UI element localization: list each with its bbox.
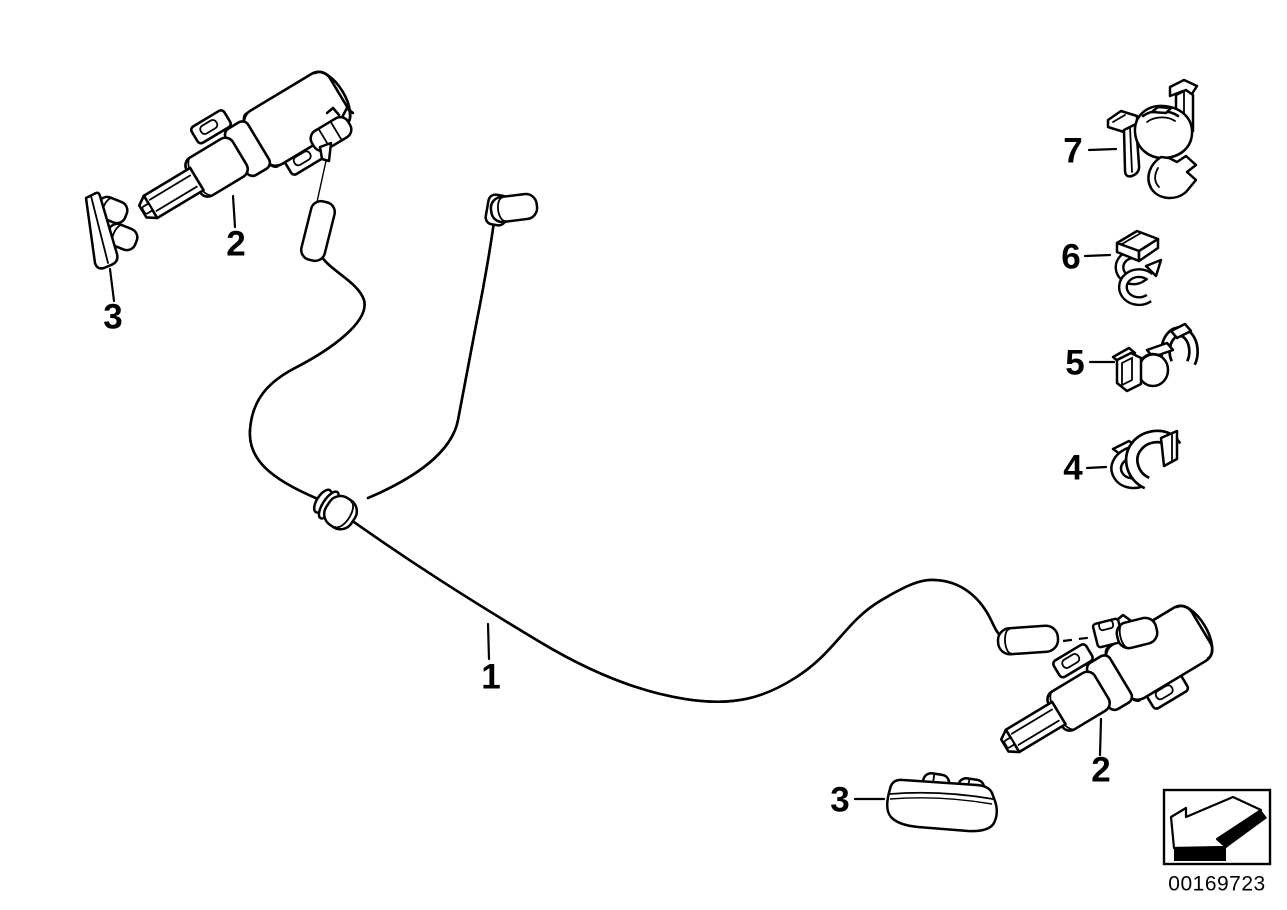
direction-arrow-down-left-icon xyxy=(1169,795,1267,861)
callout-3-cover-left[interactable]: 3 xyxy=(103,298,122,337)
hose-clip-6 xyxy=(1114,229,1163,307)
hose-sleeve-right xyxy=(996,624,1060,656)
leader-lines xyxy=(108,147,1118,801)
spray-nozzle-cover-right xyxy=(886,771,998,833)
image-number: 00169723 xyxy=(1168,873,1265,896)
spray-nozzle-cover-left xyxy=(84,191,139,270)
callout-2-nozzle-left[interactable]: 2 xyxy=(226,225,245,264)
hose-clip-4 xyxy=(1110,429,1182,490)
t-connector xyxy=(312,488,359,531)
footer-stamp: 00169723 xyxy=(1162,788,1272,896)
hose-connector-right xyxy=(1062,613,1159,650)
callout-7-bracket[interactable]: 7 xyxy=(1063,132,1082,171)
washer-jet-pump-right xyxy=(979,583,1231,788)
washer-jet-pump-left xyxy=(117,49,369,254)
hose-connector-left xyxy=(309,106,355,203)
hose-assembly xyxy=(248,192,1060,703)
elbow-connector xyxy=(484,192,539,227)
callout-3-cover-right[interactable]: 3 xyxy=(830,781,849,820)
callout-4-clip[interactable]: 4 xyxy=(1063,449,1083,488)
holder-bracket xyxy=(1106,78,1199,200)
callout-1-hose[interactable]: 1 xyxy=(481,658,500,697)
callout-5-clip[interactable]: 5 xyxy=(1065,344,1084,383)
callout-6-clip[interactable]: 6 xyxy=(1061,238,1080,277)
hose-clip-5 xyxy=(1111,322,1199,393)
hose-stub-left xyxy=(299,199,337,263)
callout-2-nozzle-right[interactable]: 2 xyxy=(1091,751,1110,790)
